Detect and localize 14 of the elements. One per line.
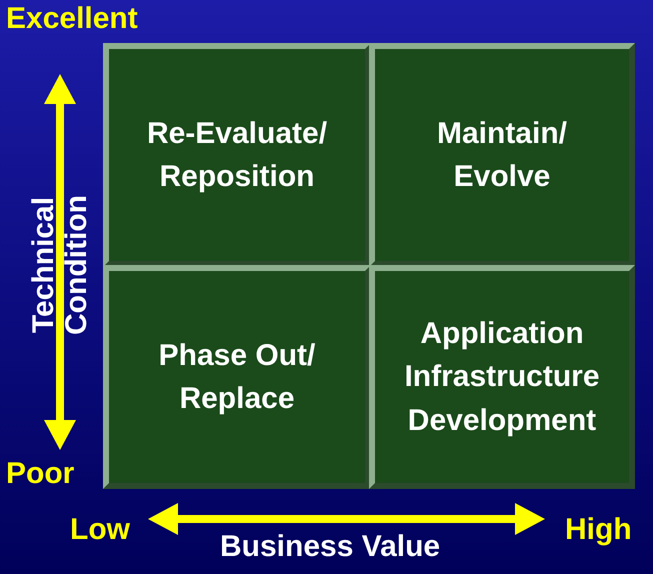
quadrant-box	[103, 265, 371, 489]
quadrant-box	[369, 43, 635, 267]
quadrant-label: Re-Evaluate/ Reposition	[146, 116, 328, 195]
quadrant-box	[103, 43, 371, 267]
axis-end-label: High	[565, 513, 632, 546]
axis-end-label: Low	[70, 513, 130, 546]
quadrant-label: Application Infrastructure Development	[403, 316, 601, 439]
quadrant-label: Phase Out/ Replace	[158, 338, 316, 417]
axis-end-label: Excellent	[6, 2, 138, 35]
axis-title: Business Value	[220, 530, 440, 563]
axis-end-label: Poor	[6, 457, 74, 490]
quadrant-label: Maintain/ Evolve	[436, 116, 568, 195]
quadrant-box	[369, 265, 635, 489]
axis-title: Technical Condition	[27, 194, 93, 337]
